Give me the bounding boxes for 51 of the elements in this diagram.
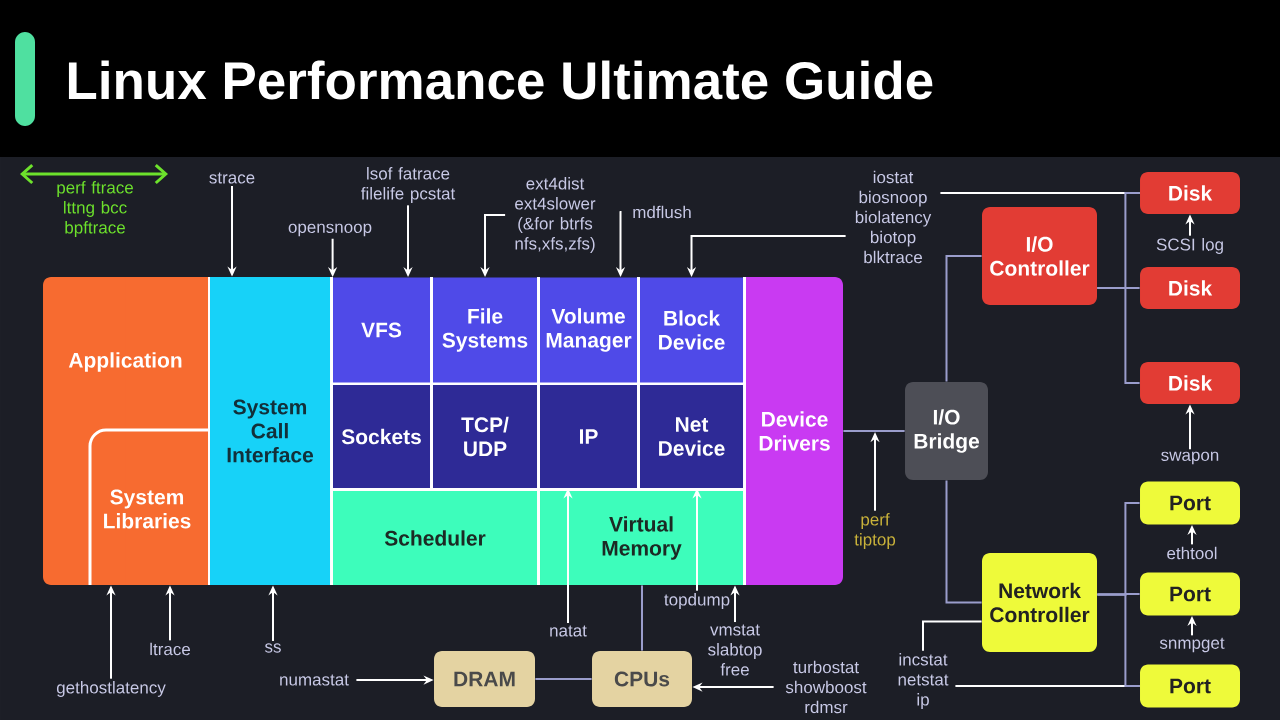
connector-line <box>945 255 983 383</box>
tool-label: iostat biosnoop biolatency biotop blktrace <box>855 170 932 264</box>
tool-label: mdflush <box>633 205 691 219</box>
tool-label: ss <box>265 643 281 653</box>
controller-box: I/O Controller <box>982 207 1097 305</box>
controller-box: Network Controller <box>982 553 1097 652</box>
tool-label: ethtool <box>1167 546 1217 560</box>
tool-label: numastat <box>280 674 349 686</box>
layer-block: Net Device <box>640 385 743 488</box>
bridge-box: I/O Bridge <box>905 382 988 480</box>
connector-line <box>842 430 906 432</box>
layer-block: Volume Manager <box>540 277 637 383</box>
tool-label: swapon <box>1161 451 1219 465</box>
port-box: Port <box>1140 664 1240 708</box>
port-box: Port <box>1140 481 1240 525</box>
layer-block: VFS <box>333 277 430 383</box>
layer-block: Scheduler <box>333 491 537 585</box>
tool-label: topdump <box>664 593 730 609</box>
tool-label: natat <box>550 625 587 637</box>
layer-block: Block Device <box>640 277 743 383</box>
port-box: Port <box>1140 572 1240 616</box>
library-block: System Libraries <box>88 428 208 585</box>
tool-label: ext4dist ext4slower (&for btrfs nfs,xfs,zfs) <box>515 177 596 253</box>
cpu-box: CPUs <box>592 651 692 707</box>
connector-line <box>1096 287 1141 384</box>
driver-block: Device Drivers <box>746 277 843 585</box>
tool-label: vmstat slabtop free <box>708 624 762 676</box>
layer-block: TCP/ UDP <box>433 385 537 488</box>
connector-line <box>534 678 593 680</box>
tool-label: gethostlatency <box>56 681 166 697</box>
tool-label: opensnoop <box>288 223 372 237</box>
layer-block: System Call Interface <box>210 277 330 585</box>
tool-label: lsof fatrace filelife pcstat <box>361 167 456 203</box>
layer-block: IP <box>540 385 637 488</box>
connector-line <box>641 584 643 652</box>
layer-block: Virtual Memory <box>540 491 743 585</box>
title: Linux Performance Ultimate Guide <box>68 60 933 100</box>
tool-label: SCSI log <box>1156 238 1223 254</box>
layer-block: Sockets <box>333 385 430 488</box>
tool-label: turbostat showboost rdmsr <box>785 660 867 714</box>
layer-block: File Systems <box>433 277 537 383</box>
connector-line <box>945 479 983 604</box>
tool-label: ltrace <box>150 642 190 656</box>
tool-label: incstat netstat ip <box>898 653 949 709</box>
tool-list: perf ftrace lttng bcc bpftrace <box>57 181 133 237</box>
memory-box: DRAM <box>434 651 535 707</box>
connector-line <box>1096 593 1141 687</box>
tool-label: snmpget <box>1159 637 1225 653</box>
tool-label: strace <box>209 172 255 184</box>
tool-label: perf tiptop <box>854 513 896 549</box>
leader-line <box>922 620 983 652</box>
